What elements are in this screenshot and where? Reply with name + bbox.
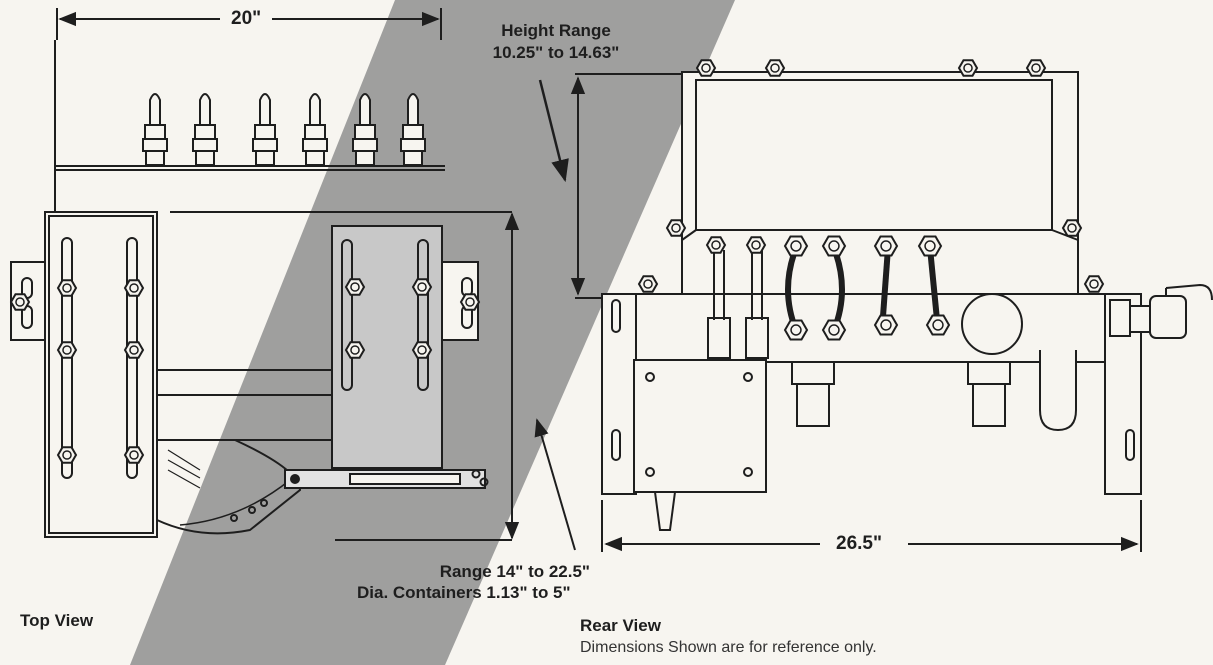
nozzle [302, 93, 328, 166]
hex-bolt [705, 236, 727, 254]
rear-view-drawing [570, 71, 1213, 552]
hex-bolt [344, 278, 366, 296]
hex-bolt [764, 59, 786, 77]
hex-bolt [1025, 59, 1047, 77]
hex-bolt [123, 341, 145, 359]
range-value: Range 14" to 22.5" [439, 562, 590, 581]
hex-bolt [925, 314, 951, 336]
nozzle [400, 93, 426, 166]
nozzle [192, 93, 218, 166]
hex-bolt [459, 293, 481, 311]
height-range-value: 10.25" to 14.63" [492, 43, 620, 62]
top-view-title: Top View [20, 611, 94, 630]
hex-bolt [745, 236, 767, 254]
nozzle [142, 93, 168, 166]
hex-bolt [917, 235, 943, 257]
hex-bolt [344, 341, 366, 359]
hex-bolt [56, 446, 78, 464]
hex-bolt [821, 235, 847, 257]
hex-bolt [821, 319, 847, 341]
hex-bolt [411, 341, 433, 359]
rear-view-title: Rear View [580, 616, 661, 635]
hex-bolt [783, 319, 809, 341]
hex-bolt [123, 446, 145, 464]
hex-bolt [123, 279, 145, 297]
container-diameter-label: Dia. Containers 1.13" to 5" [357, 583, 571, 602]
nozzle [352, 93, 378, 166]
rear-view-bolts [637, 59, 1105, 341]
top-view-bolts [9, 278, 481, 464]
hex-bolt [411, 278, 433, 296]
range-label: Range 14" to 22.5" [370, 560, 590, 584]
hex-bolt [1083, 275, 1105, 293]
nozzle [252, 93, 278, 166]
hex-bolt [56, 341, 78, 359]
hex-bolt [873, 314, 899, 336]
hex-bolt [637, 275, 659, 293]
top-view-drawing [10, 8, 520, 541]
hex-bolt [665, 219, 687, 237]
nozzle-row [142, 93, 426, 166]
height-range-title: Height Range [501, 21, 611, 40]
hex-bolt [783, 235, 809, 257]
hex-bolt [1061, 219, 1083, 237]
reference-footnote: Dimensions Shown are for reference only. [580, 639, 877, 656]
hex-bolt [695, 59, 717, 77]
hex-bolt [957, 59, 979, 77]
top-view-width-dimension: 20" [231, 8, 262, 29]
rear-view-width-dimension: 26.5" [836, 533, 882, 554]
hex-bolt [9, 293, 31, 311]
height-leader-arrow [538, 79, 569, 183]
hex-bolt [56, 279, 78, 297]
hex-bolt [873, 235, 899, 257]
range-leader-arrow [534, 418, 576, 551]
height-range-label: Height Range 10.25" to 14.63" [486, 20, 626, 64]
